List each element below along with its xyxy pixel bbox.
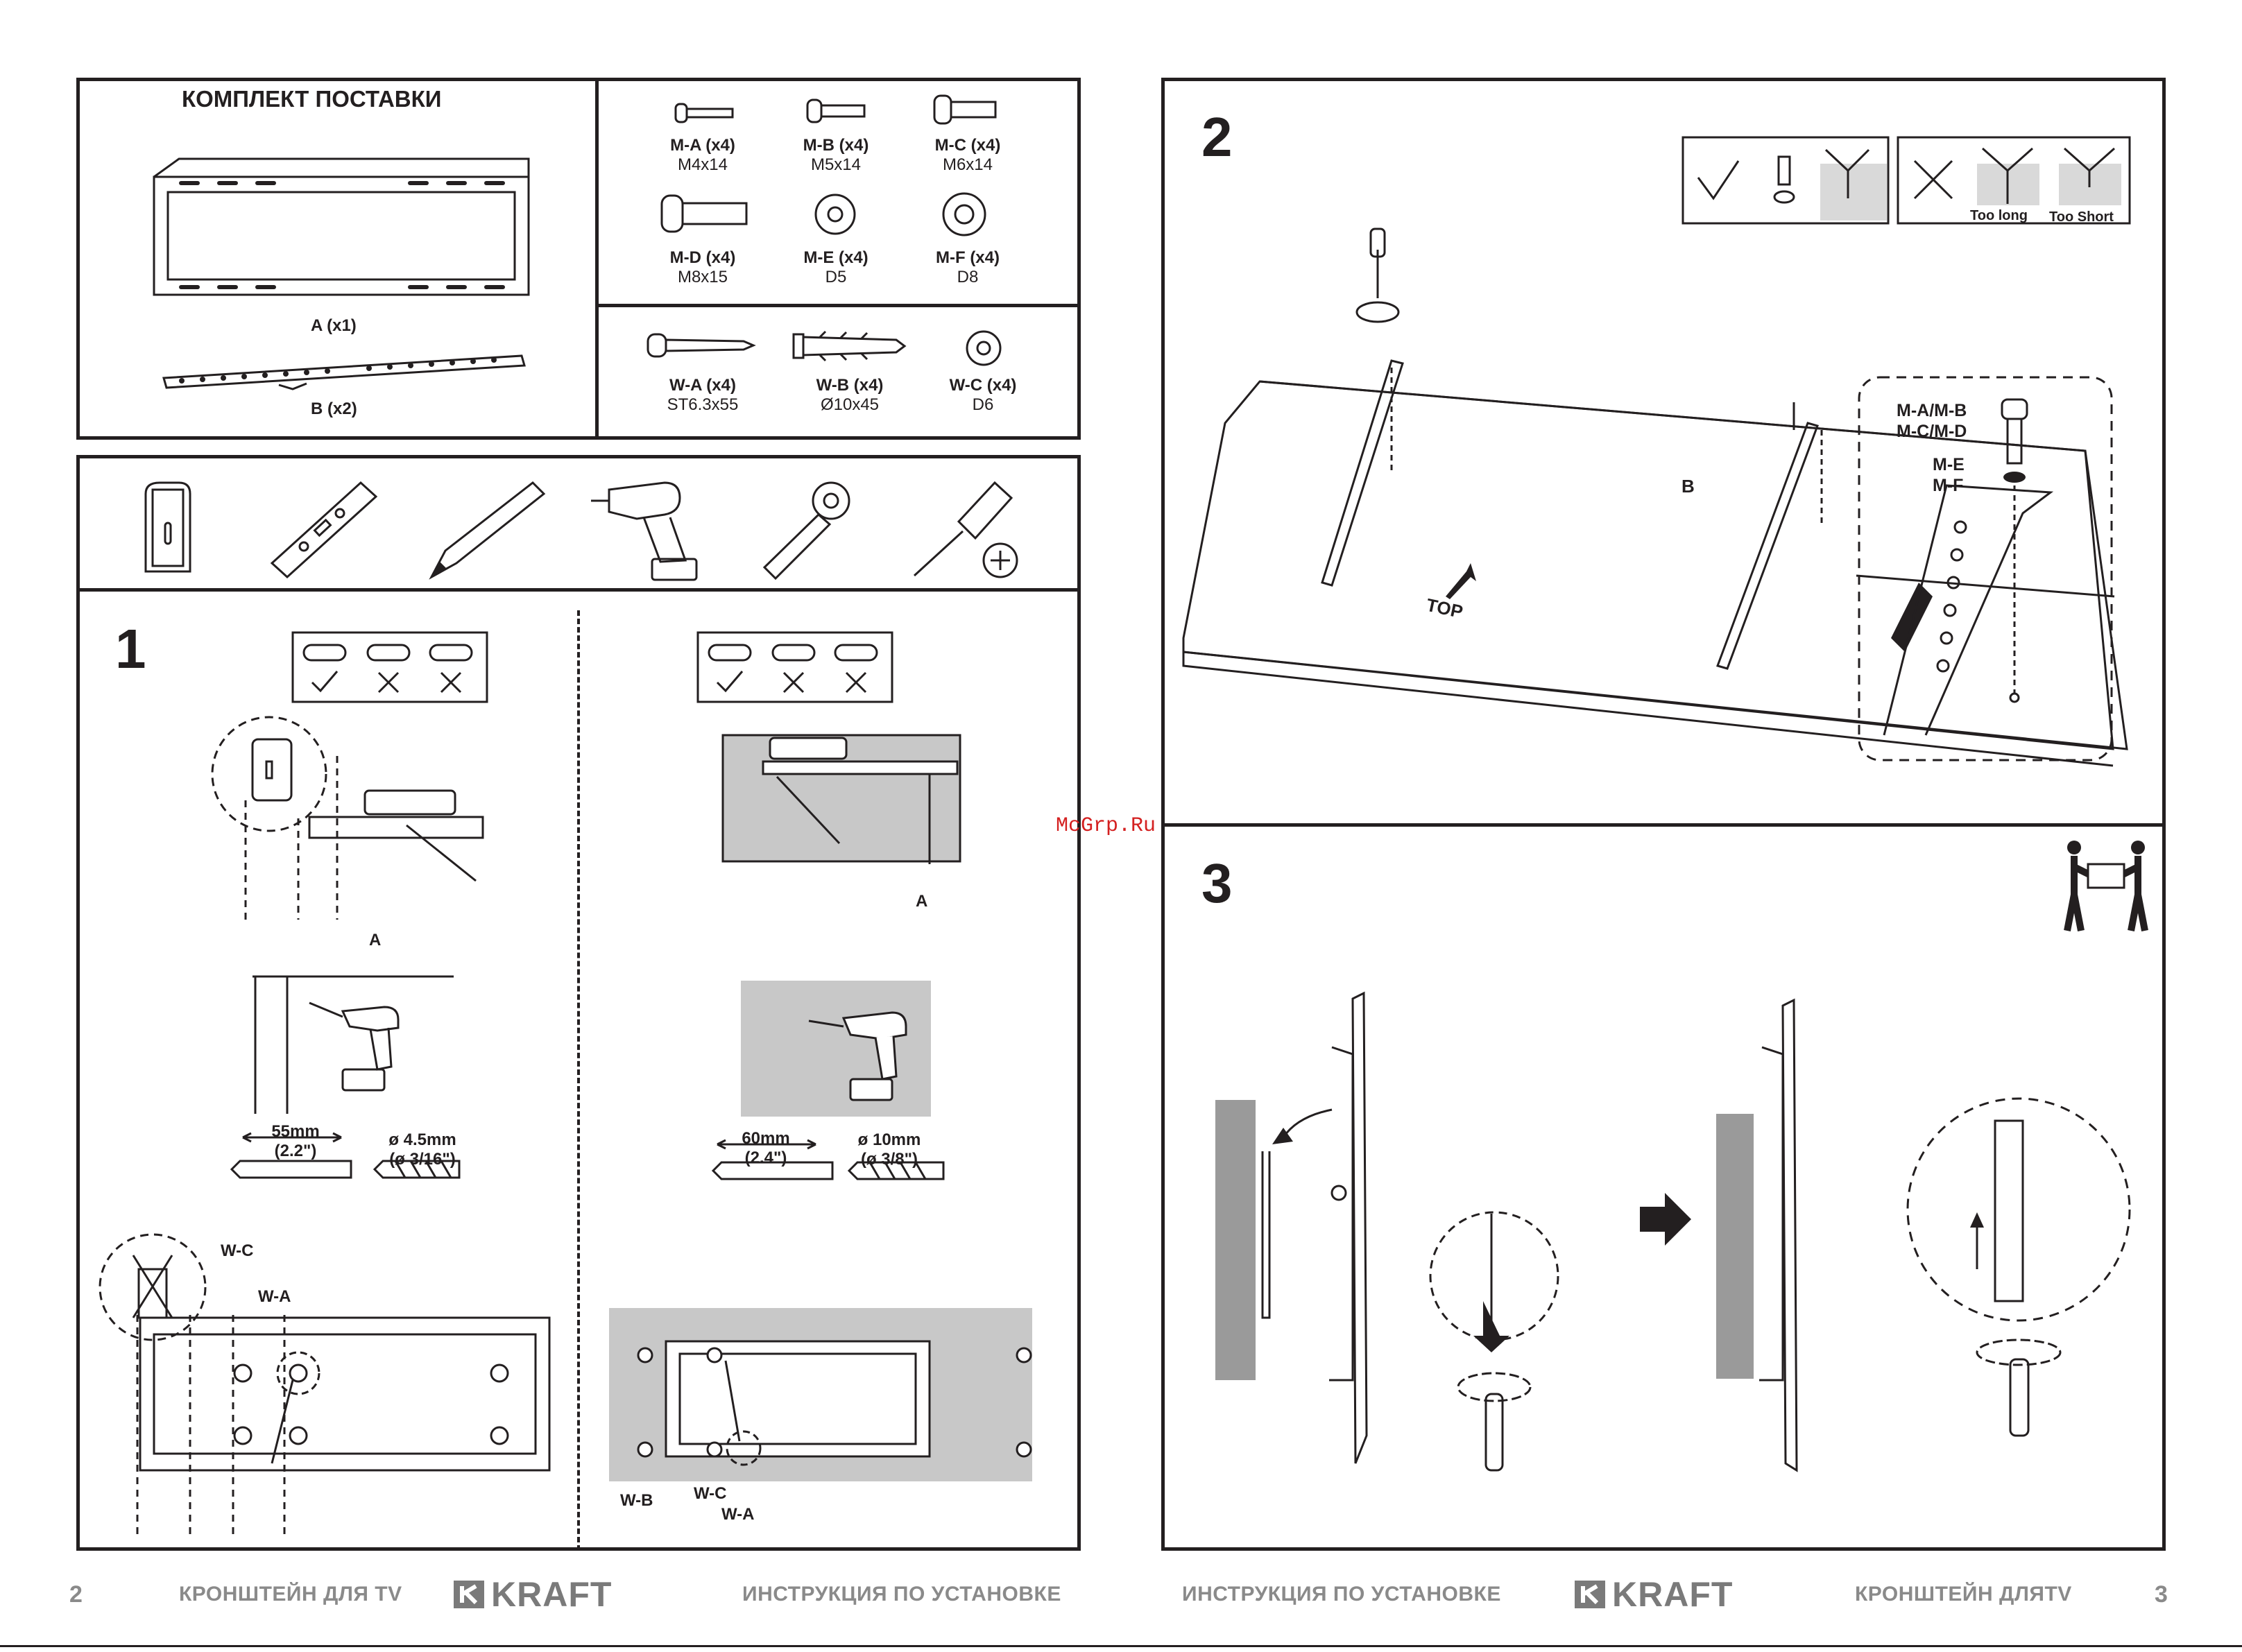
page-number-left: 2 <box>69 1581 83 1608</box>
too-short-label: Too Short <box>2049 209 2114 225</box>
screw-fit-ok-icon <box>1682 136 1890 225</box>
kit-divider-vertical <box>595 78 599 440</box>
kit-divider-horizontal <box>595 304 1081 307</box>
screw-md-icon <box>660 194 748 233</box>
page-number-right: 3 <box>2155 1581 2168 1608</box>
detail-ab-label: M-A/M-B <box>1897 401 1967 420</box>
washer-wc-label: W-C (x4)D6 <box>949 376 1017 414</box>
kraft-wordmark: KRAFT <box>1612 1575 1734 1614</box>
arm-label: B (x2) <box>311 399 357 418</box>
kit-title: КОМПЛЕКТ ПОСТАВКИ <box>182 86 442 112</box>
next-arrow-icon <box>1640 1193 1691 1246</box>
wood-wc-label: W-C <box>221 1241 254 1260</box>
wood-drill-bit <box>230 1160 461 1179</box>
screw-ma-icon <box>674 103 734 123</box>
screw-mc-icon <box>933 94 997 125</box>
washer-mf-icon <box>942 192 986 236</box>
concrete-wall-drill-illustration <box>741 981 931 1117</box>
screw-mb-icon <box>806 98 866 123</box>
step2-number: 2 <box>1201 106 1233 168</box>
kraft-wordmark: KRAFT <box>491 1575 613 1614</box>
concrete-wa-label: W-A <box>721 1505 755 1524</box>
screw-mb-label: M-B (x4)M5x14 <box>803 136 869 174</box>
two-person-lift-icon <box>2064 841 2148 931</box>
too-long-label: Too long <box>1970 208 2028 223</box>
arm-b-label: B <box>1682 476 1695 497</box>
step3-number: 3 <box>1201 852 1233 914</box>
screwdriver-icon <box>913 481 1018 578</box>
screw-fit-wrong-icon <box>1897 136 2131 225</box>
footer-right-manual: ИНСТРУКЦИЯ ПО УСТАНОВКЕ <box>1182 1583 1501 1606</box>
arm-drawing <box>162 354 526 390</box>
screw-md-label: M-D (x4)M8x15 <box>669 248 736 286</box>
kraft-logo-mark-icon <box>454 1581 484 1608</box>
footer-left-logo: KRAFT <box>454 1574 612 1615</box>
pencil-icon <box>429 481 546 580</box>
wood-wa-label: W-A <box>258 1287 291 1306</box>
concrete-wc-label: W-C <box>694 1484 727 1503</box>
slot-check-icons-left <box>291 631 488 703</box>
detail-cd-label: M-C/M-D <box>1897 422 1967 441</box>
stud-finder-icon <box>144 481 191 573</box>
top-arrow-icon <box>1446 563 1476 599</box>
kit-panel <box>76 78 1081 440</box>
watermark: McGrp.Ru <box>1056 814 1156 838</box>
concrete-plate-a-label: A <box>916 892 928 911</box>
footer-right-logo: KRAFT <box>1575 1574 1733 1615</box>
step1-divider <box>577 610 580 1551</box>
concrete-bit-label: ø 10mm(ø 3/8") <box>857 1130 921 1169</box>
anchor-wb-icon <box>792 330 907 362</box>
washer-mf-label: M-F (x4)D8 <box>936 248 1000 286</box>
step3-panel <box>1161 823 2166 1551</box>
wood-wall-level-illustration <box>211 716 484 920</box>
socket-wrench-icon <box>762 481 850 580</box>
step2-detail-callout <box>1856 376 2115 762</box>
screw-ma-label: M-A (x4)M4x14 <box>670 136 735 174</box>
wood-wall-drill-illustration <box>253 975 454 1114</box>
washer-me-icon <box>814 193 856 235</box>
footer-left-product: КРОНШТЕЙН ДЛЯ TV <box>179 1583 402 1606</box>
wood-bit-label: ø 4.5mm(ø 3/16") <box>388 1130 456 1169</box>
screw-wa-icon <box>647 333 756 358</box>
concrete-wall-level-illustration <box>721 734 961 864</box>
concrete-wall-mount-illustration <box>609 1308 1032 1481</box>
tv-back-arms-illustration <box>1182 227 2128 767</box>
washer-wc-icon <box>966 330 1002 366</box>
kraft-logo-mark-icon <box>1575 1581 1605 1608</box>
detail-e-label: M-E <box>1933 455 1965 474</box>
wall-plate-drawing <box>153 157 530 296</box>
concrete-drill-bit <box>711 1161 945 1180</box>
wood-depth-arrow <box>242 1132 342 1143</box>
screw-mc-label: M-C (x4)M6x14 <box>934 136 1001 174</box>
drill-icon <box>591 481 698 581</box>
footer-left-manual: ИНСТРУКЦИЯ ПО УСТАНОВКЕ <box>742 1583 1061 1606</box>
concrete-depth-arrow <box>717 1139 816 1150</box>
step1-number: 1 <box>115 618 146 680</box>
washer-me-label: M-E (x4)D5 <box>803 248 868 286</box>
detail-f-label: M-F <box>1933 476 1964 495</box>
bottom-rule <box>0 1645 2242 1647</box>
tv-hang-illustration-right <box>1716 998 2131 1472</box>
anchor-wb-label: W-B (x4)Ø10x45 <box>816 376 884 414</box>
wood-plate-a-label: A <box>369 931 382 949</box>
concrete-wb-label: W-B <box>620 1491 653 1510</box>
footer-right-product: КРОНШТЕЙН ДЛЯTV <box>1855 1583 2072 1606</box>
wood-wall-mount-illustration <box>99 1233 551 1540</box>
slot-check-icons-right <box>696 631 893 703</box>
screw-wa-label: W-A (x4)ST6.3x55 <box>667 376 739 414</box>
level-icon <box>270 481 378 579</box>
tv-hang-illustration-left <box>1215 991 1559 1472</box>
tools-divider <box>76 588 1081 592</box>
plate-label: A (x1) <box>311 316 357 335</box>
